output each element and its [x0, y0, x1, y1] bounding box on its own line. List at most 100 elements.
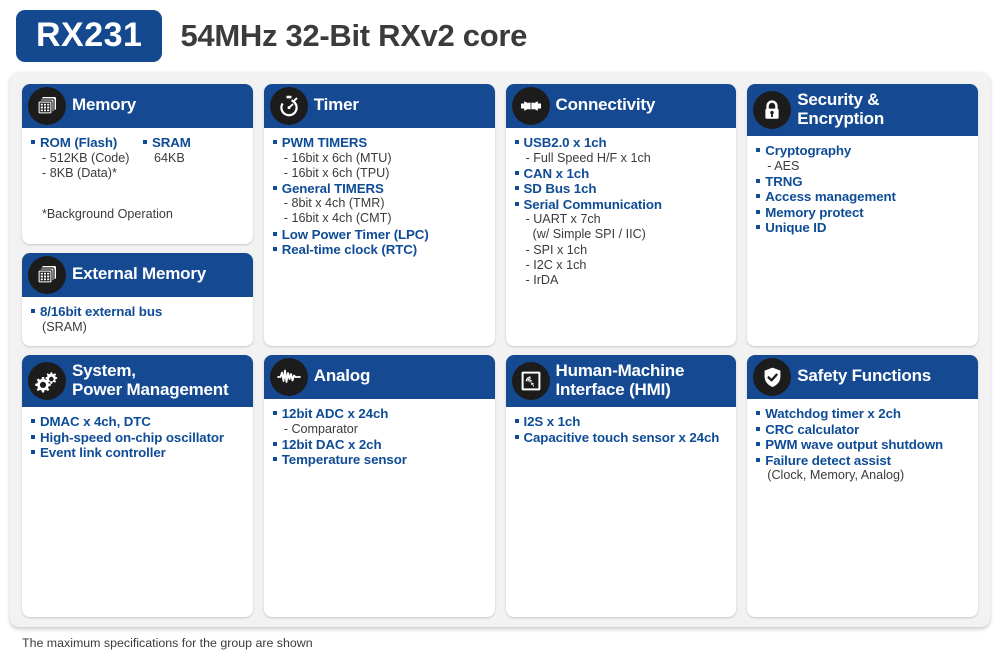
title-line-2: Power Management — [72, 379, 229, 399]
spec-label: PWM wave output shutdown — [765, 437, 944, 453]
bullet-icon — [272, 457, 277, 462]
bullet-icon — [272, 231, 277, 236]
spec-sub: - 16bit x 6ch (TPU) — [283, 165, 390, 180]
bullet-icon — [143, 140, 147, 144]
spec-label: Failure detect assist — [765, 452, 892, 468]
column-connectivity: Connectivity USB2.0 x 1ch - Full Speed H… — [505, 84, 737, 346]
card-hmi[interactable]: Human-Machine Interface (HMI) I2S x 1ch — [505, 355, 737, 617]
spec-sub: (w/ Simple SPI / IIC) — [525, 227, 646, 242]
card-connectivity-header: Connectivity — [505, 84, 737, 128]
list-item: PWM wave output shutdown — [756, 437, 970, 453]
card-safety-body: Watchdog timer x 2ch CRC calculator — [747, 399, 978, 617]
card-external-memory[interactable]: External Memory 8/16bit external bus (SR… — [22, 253, 253, 346]
spec-label: CAN x 1ch — [523, 165, 590, 181]
bullet-icon — [514, 434, 519, 439]
column-timer: Timer PWM TIMERS - 16bit x 6ch (MTU) - 1… — [263, 84, 495, 346]
shield-check-icon — [753, 358, 792, 396]
spec-label: General TIMERS — [281, 180, 384, 196]
list-item: USB2.0 x 1ch - Full Speed H/F x 1ch — [514, 135, 729, 166]
safety-spec-list: Watchdog timer x 2ch CRC calculator — [756, 406, 970, 483]
spec-sub: - 8KB (Data)* — [42, 165, 117, 180]
bullet-icon — [756, 457, 761, 462]
card-system-title: System, Power Management — [72, 361, 229, 399]
connectivity-spec-list: USB2.0 x 1ch - Full Speed H/F x 1ch CAN … — [514, 135, 729, 288]
card-analog[interactable]: Analog 12bit ADC x 24ch - Comparator — [263, 355, 495, 617]
card-timer-header: Timer — [263, 84, 495, 128]
security-spec-list: Cryptography - AES TRNG — [756, 143, 970, 236]
card-analog-title: Analog — [313, 366, 371, 386]
spec-sub: - 16bit x 6ch (MTU) — [283, 150, 392, 165]
spec-sub: (Clock, Memory, Analog) — [767, 468, 905, 483]
plug-connector-icon — [511, 87, 550, 125]
spec-label: Watchdog timer x 2ch — [765, 406, 901, 421]
bullet-icon — [272, 185, 277, 190]
bullet-icon — [514, 170, 519, 175]
spec-label: USB2.0 x 1ch — [523, 135, 607, 150]
list-item: Cryptography - AES — [756, 143, 970, 174]
card-connectivity[interactable]: Connectivity USB2.0 x 1ch - Full Speed H… — [505, 84, 737, 346]
bullet-icon — [756, 411, 761, 415]
card-connectivity-title: Connectivity — [555, 95, 656, 115]
spec-sub: (SRAM) — [42, 319, 87, 334]
card-system[interactable]: System, Power Management DMAC x 4ch, DTC — [22, 355, 253, 617]
title-line-2: Interface (HMI) — [555, 379, 671, 399]
spec-sub: 64KB — [154, 150, 185, 165]
bullet-icon — [514, 186, 519, 191]
bullet-icon — [514, 419, 519, 423]
spec-label: Memory protect — [765, 204, 864, 220]
spec-sub: - Full Speed H/F x 1ch — [525, 150, 651, 165]
list-item: High-speed on-chip oscillator — [31, 430, 245, 446]
list-item: Watchdog timer x 2ch — [756, 406, 970, 422]
card-analog-header: Analog — [263, 355, 495, 399]
spec-label: Serial Communication — [523, 196, 662, 212]
hmi-spec-list: I2S x 1ch Capacitive touch sensor x 24ch — [514, 414, 729, 445]
spec-label: SRAM — [152, 135, 191, 150]
bullet-icon — [756, 194, 761, 199]
spec-label: Temperature sensor — [281, 452, 407, 468]
card-safety-header: Safety Functions — [747, 355, 978, 399]
spec-sub: - 8bit x 4ch (TMR) — [283, 196, 385, 211]
spec-label: CRC calculator — [765, 421, 860, 437]
title-line-1: Human-Machine — [555, 361, 685, 381]
spec-label: Cryptography — [765, 143, 852, 158]
bullet-icon — [31, 434, 35, 439]
card-security-title: Security & Encryption — [797, 90, 884, 128]
card-security[interactable]: Security & Encryption Cryptography - AES — [747, 84, 978, 346]
card-hmi-title: Human-Machine Interface (HMI) — [555, 361, 685, 399]
bullet-icon — [272, 140, 277, 144]
spec-sub: - 512KB (Code) — [42, 150, 130, 165]
bullet-icon — [756, 148, 761, 152]
spec-label: Real-time clock (RTC) — [281, 242, 418, 258]
feature-panel: Memory ROM (Flash) - 512KB (Code) - 8KB … — [10, 72, 990, 627]
card-analog-body: 12bit ADC x 24ch - Comparator 12bit DAC … — [264, 399, 495, 617]
system-spec-list: DMAC x 4ch, DTC High-speed on-chip oscil… — [31, 414, 245, 461]
column-safety: Safety Functions Watchdog timer x 2ch — [747, 355, 978, 617]
card-timer[interactable]: Timer PWM TIMERS - 16bit x 6ch (MTU) - 1… — [263, 84, 495, 346]
bullet-icon — [514, 140, 519, 144]
list-item: 12bit DAC x 2ch — [272, 437, 487, 453]
card-safety[interactable]: Safety Functions Watchdog timer x 2ch — [747, 355, 978, 617]
gears-icon — [28, 362, 66, 400]
timer-spec-list: PWM TIMERS - 16bit x 6ch (MTU) - 16bit x… — [272, 135, 487, 258]
spec-label: Event link controller — [40, 445, 166, 461]
list-item: Failure detect assist (Clock, Memory, An… — [756, 453, 970, 484]
spec-label: Low Power Timer (LPC) — [281, 226, 429, 242]
touchscreen-hand-icon — [511, 362, 550, 400]
bullet-icon — [756, 442, 761, 447]
list-item: Temperature sensor — [272, 452, 487, 468]
spec-sub: - IrDA — [525, 272, 559, 287]
bullet-icon — [272, 441, 277, 446]
spec-item: 8/16bit external bus — [31, 304, 245, 320]
list-item: Serial Communication - UART x 7ch (w/ Si… — [514, 196, 729, 288]
card-external-memory-header: External Memory — [22, 253, 253, 297]
card-memory-title: Memory — [72, 95, 136, 115]
list-item: General TIMERS - 8bit x 4ch (TMR) - 16bi… — [272, 180, 487, 227]
spec-item: ROM (Flash) — [31, 135, 143, 151]
card-security-header: Security & Encryption — [747, 84, 978, 136]
column-memory: Memory ROM (Flash) - 512KB (Code) - 8KB … — [22, 84, 253, 346]
bullet-icon — [756, 209, 761, 214]
bullet-icon — [31, 419, 35, 423]
card-timer-body: PWM TIMERS - 16bit x 6ch (MTU) - 16bit x… — [264, 128, 495, 346]
card-memory[interactable]: Memory ROM (Flash) - 512KB (Code) - 8KB … — [22, 84, 253, 244]
spec-label: Unique ID — [765, 220, 827, 236]
